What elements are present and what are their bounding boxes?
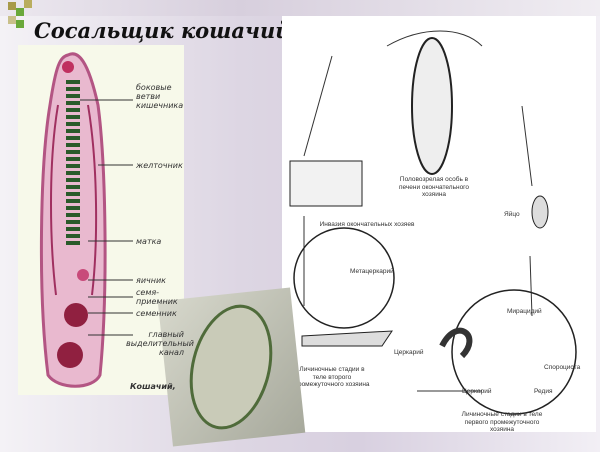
header-band (0, 0, 600, 16)
label-sporocyst: Спороциста (544, 364, 581, 371)
label-excretory-canal: главный выделительный канал (126, 330, 194, 357)
label-uterus: матка (136, 237, 162, 246)
label-egg: Яйцо (504, 211, 520, 218)
label-metacercaria: Метацеркарий (350, 268, 394, 275)
slide-title: Сосальщик кошачий (34, 18, 291, 43)
decor-square (16, 20, 24, 28)
egg-photo (157, 287, 306, 447)
label-testis: семенник (136, 309, 177, 318)
label-vitellaria: желточник (136, 161, 183, 170)
label-adult: Половозрелая особь в печени окончательно… (398, 176, 470, 198)
label-redia: Редия (534, 388, 553, 395)
figure-caption: Кошачий, (130, 382, 176, 391)
label-cercaria-inner: Церкарий (462, 388, 492, 395)
life-cycle-diagram: Половозрелая особь в печени окончательно… (282, 16, 596, 433)
label-intestine: боковые ветви кишечника (136, 83, 184, 110)
fluke-drawing (39, 52, 133, 388)
label-first-host: Личиночные стадии в теле первого промежу… (461, 411, 543, 433)
decor-square (8, 2, 16, 10)
decor-square (16, 8, 24, 16)
decor-square (24, 0, 32, 8)
label-receptacle: семя-приемник (136, 288, 178, 306)
label-cercaria-outer: Церкарий (394, 349, 424, 356)
label-second-host: Личиночные стадии в теле второго промежу… (294, 366, 370, 388)
cycle-arrows (289, 30, 577, 415)
label-invasion: Инвазия окончательных хозяев (319, 221, 415, 228)
label-miracidium: Мирацидий (507, 308, 542, 315)
anatomy-figure: боковые ветви кишечника желточник матка … (18, 45, 194, 395)
label-ovary: яичник (136, 276, 166, 285)
decor-square (8, 16, 16, 24)
